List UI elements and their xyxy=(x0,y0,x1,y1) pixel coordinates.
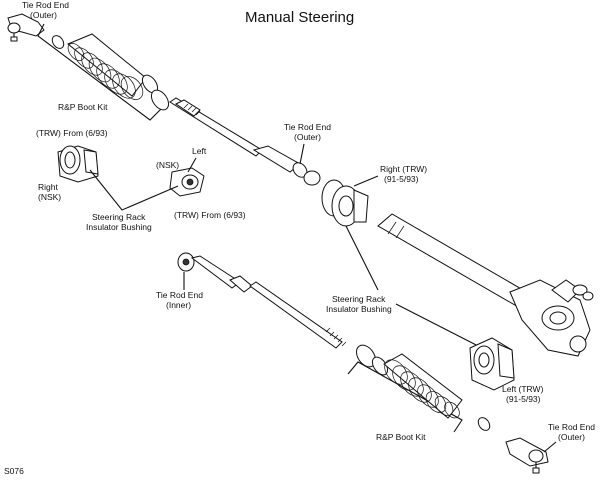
label-trw-from-left: (TRW) From (6/93) xyxy=(36,128,108,138)
figure-code: S076 xyxy=(4,466,24,476)
label-steering-rack-bushing-center-1: Steering Rack xyxy=(332,294,386,304)
label-tie-rod-end-outer-bottom-2: (Outer) xyxy=(558,432,585,442)
label-steering-rack-bushing-center-2: Insulator Bushing xyxy=(326,304,392,314)
boot-kit-bracket-top xyxy=(37,23,163,121)
label-trw-from-right: (TRW) From (6/93) xyxy=(174,210,246,220)
label-tie-rod-end-outer-top-2: (Outer) xyxy=(30,10,57,20)
label-right-trw-2: (91-5/93) xyxy=(384,174,419,184)
label-left-nsk-2: (NSK) xyxy=(156,160,179,170)
insulator-bushing-right-nsk-part xyxy=(57,145,99,183)
label-steering-rack-bushing-left-2: Insulator Bushing xyxy=(86,222,152,232)
label-rp-boot-kit-top: R&P Boot Kit xyxy=(58,102,108,112)
tie-rod-end-inner-part xyxy=(177,252,347,349)
rack-pinion-small-part xyxy=(572,284,594,301)
label-left-trw-1: Left (TRW) xyxy=(502,384,544,394)
label-right-nsk-2: (NSK) xyxy=(38,192,61,202)
label-tie-rod-end-inner-2: (Inner) xyxy=(166,300,191,310)
label-rp-boot-kit-bottom: R&P Boot Kit xyxy=(376,432,426,442)
label-steering-rack-bushing-left-1: Steering Rack xyxy=(92,212,146,222)
tie-rod-shaft-top-part xyxy=(169,97,321,186)
label-right-trw-1: Right (TRW) xyxy=(380,164,427,174)
boot-ring-bottom xyxy=(371,356,389,376)
label-tie-rod-end-outer-mid-1: Tie Rod End xyxy=(284,122,331,132)
label-right-nsk-1: Right xyxy=(38,182,58,192)
boot-clamp-small-top xyxy=(51,35,65,49)
leader-tie-rod-bottom xyxy=(543,441,557,453)
rp-boot-bottom-part xyxy=(383,353,463,419)
tie-rod-end-outer-bottom-part xyxy=(505,437,549,474)
label-tie-rod-end-inner-1: Tie Rod End xyxy=(156,290,203,300)
label-tie-rod-end-outer-bottom-1: Tie Rod End xyxy=(548,422,595,432)
label-tie-rod-end-outer-mid-2: (Outer) xyxy=(294,132,321,142)
label-left-trw-2: (91-5/93) xyxy=(506,394,541,404)
steering-rack-housing-part xyxy=(377,213,591,357)
insulator-bushing-left-trw-part xyxy=(469,337,515,391)
insulator-bushing-right-trw-part xyxy=(321,179,369,227)
leader-bushing-center xyxy=(345,225,487,351)
diagram-title: Manual Steering xyxy=(245,9,354,26)
rp-boot-top-part xyxy=(67,33,147,100)
leader-right-trw xyxy=(353,175,379,187)
leader-tie-rod-mid xyxy=(299,143,305,165)
boot-clamp-small-bottom xyxy=(477,417,491,431)
label-left-nsk-1: Left xyxy=(192,146,207,156)
leader-left-nsk xyxy=(187,157,197,173)
insulator-bushing-left-nsk-part xyxy=(169,167,205,197)
leader-bushing-left xyxy=(89,169,179,211)
label-tie-rod-end-outer-top-1: Tie Rod End xyxy=(22,0,69,10)
boot-clamp-large-top xyxy=(150,89,170,111)
tie-rod-end-outer-top-part xyxy=(7,13,45,42)
